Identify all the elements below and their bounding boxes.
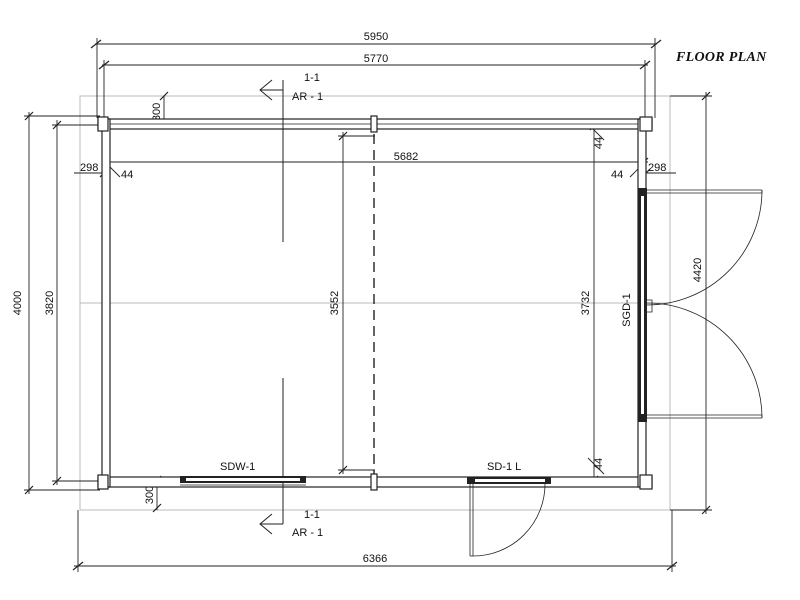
dim-4420-label: 4420 <box>692 258 704 282</box>
dimension-4000: 4000 <box>12 111 100 495</box>
dim-300-top-label: 300 <box>151 103 163 121</box>
dimension-4420: 4420 <box>670 91 712 515</box>
dimension-44-left: 44 <box>107 164 133 181</box>
dim-300-bottom-label: 300 <box>144 486 156 504</box>
dim-5682-label: 5682 <box>394 151 418 163</box>
dim-4000-label: 4000 <box>12 291 24 315</box>
dimension-5770: 5770 <box>98 53 651 118</box>
garden-door-label: SGD-1 <box>621 293 633 327</box>
section-top-ref: AR - 1 <box>292 91 323 103</box>
dim-6366-label: 6366 <box>363 553 387 565</box>
dim-44-bottom-corner-label: 44 <box>593 458 605 470</box>
dim-298-left-label: 298 <box>80 162 98 174</box>
dimension-44-bottom-corner: 44 <box>587 457 605 475</box>
dimension-6366: 6366 <box>72 510 678 572</box>
garden-door-sgd-1: SGD-1 <box>621 188 763 422</box>
dimension-44-right: 44 <box>611 164 643 181</box>
section-cut-bottom: 1-1 AR - 1 <box>259 378 323 539</box>
dim-3552-label: 3552 <box>329 291 341 315</box>
section-top-id: 1-1 <box>304 72 320 84</box>
dimension-3820: 3820 <box>44 120 100 486</box>
dimension-298-right: 298 <box>641 162 676 178</box>
section-bottom-id: 1-1 <box>304 509 320 521</box>
dim-44-right-label: 44 <box>611 169 623 181</box>
dimension-5950: 5950 <box>90 31 662 118</box>
dim-44-left-label: 44 <box>121 169 133 181</box>
section-cut-top: 1-1 AR - 1 <box>259 72 323 242</box>
dim-5950-label: 5950 <box>364 31 388 43</box>
window-sdw-1: SDW-1 <box>180 461 306 486</box>
drawing-title: FLOOR PLAN <box>676 50 767 65</box>
door-label: SD-1 L <box>487 461 521 473</box>
window-label: SDW-1 <box>220 461 255 473</box>
dim-3732-label: 3732 <box>580 291 592 315</box>
dimension-5682: 5682 <box>101 151 649 167</box>
dim-298-right-label: 298 <box>648 162 666 174</box>
dim-5770-label: 5770 <box>364 53 388 65</box>
dim-44-top-corner-label: 44 <box>593 137 605 149</box>
section-bottom-ref: AR - 1 <box>292 527 323 539</box>
dimension-3552: 3552 <box>329 131 375 475</box>
door-sd-1: SD-1 L <box>467 461 551 557</box>
dim-3820-label: 3820 <box>44 291 56 315</box>
